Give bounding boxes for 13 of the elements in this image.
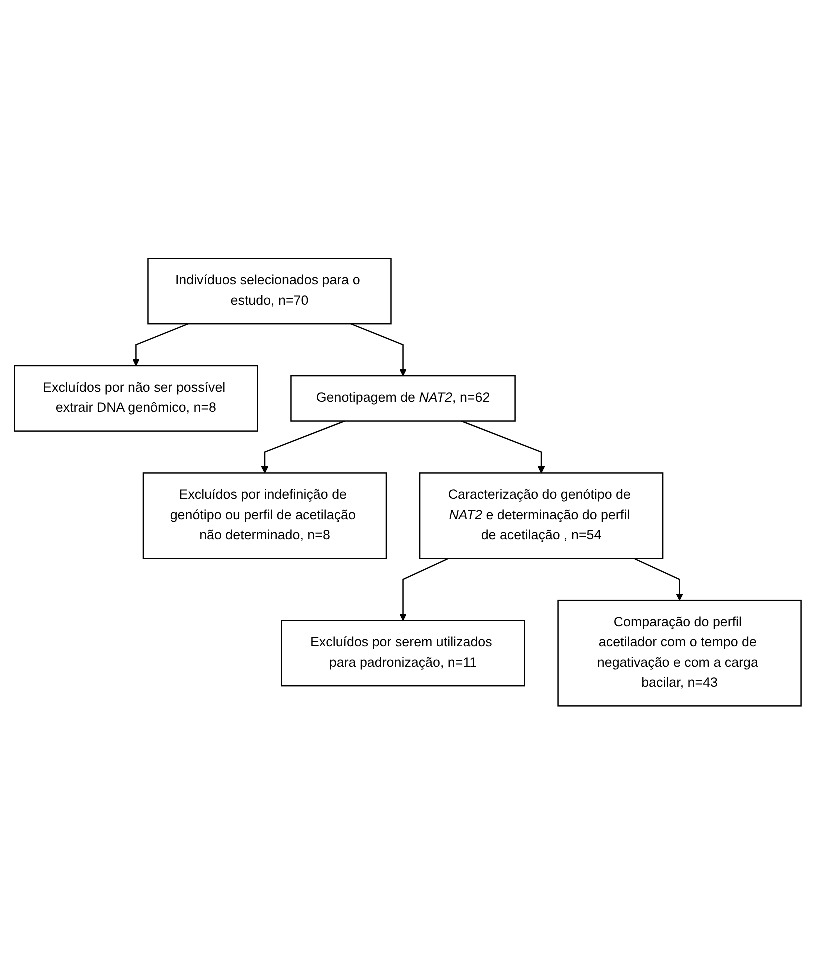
arrow [400,558,450,622]
node-box: Excluídos por serem utilizados para padronização, n=11 [281,620,526,687]
node-box: Genotipagem de NAT2, n=62 [290,375,516,422]
arrow [350,324,407,376]
node-box: Excluídos por não ser possível extrair DNA genômico, n=8 [14,365,258,432]
arrow [261,420,346,474]
arrow [634,558,684,601]
node-box: Indivíduos selecionados para o estudo, n=70 [148,258,392,325]
node-box: Excluídos por indefinição de genótipo ou perfil de acetilação não determinado, n=8 [142,472,388,560]
arrow [461,420,546,474]
arrow [132,324,189,366]
node-box: Caracterização do genótipo de NAT2 e determinação do perfil de acetilação , n=54 [419,472,664,560]
node-box: Comparação do perfil acetilador com o tempo de negativação e com a carga bacilar, n=43 [558,600,802,707]
